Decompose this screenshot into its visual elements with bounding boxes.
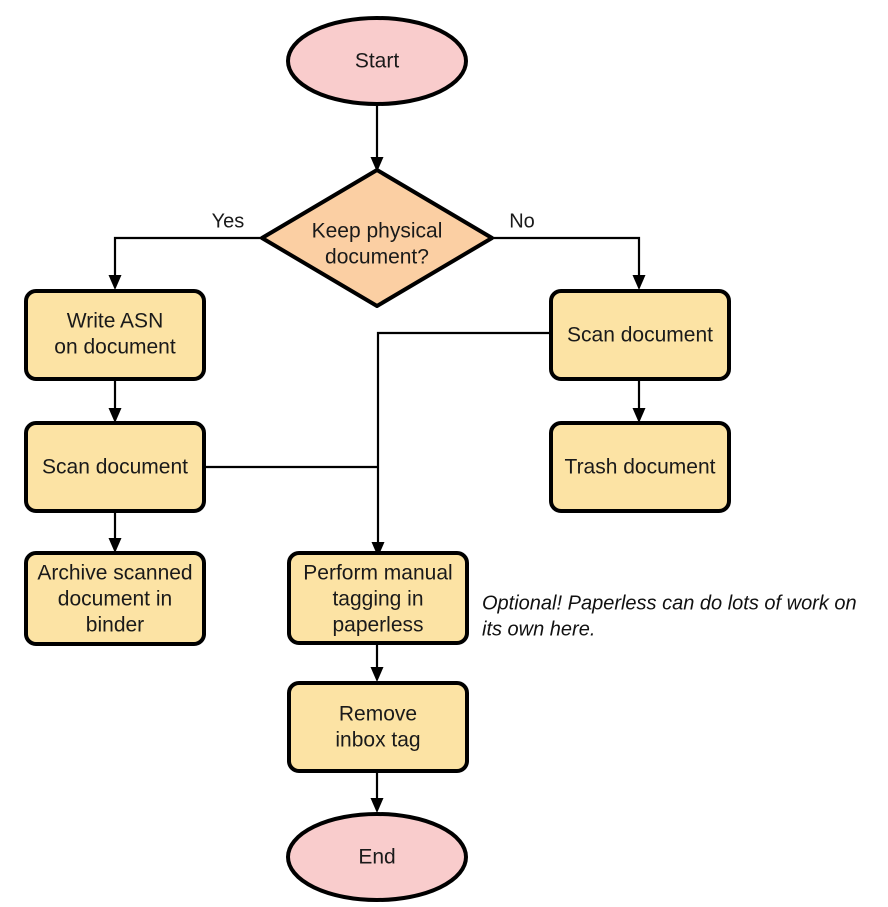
scan-document-right-label: Scan document: [567, 324, 713, 347]
node-scan-document-right[interactable]: Scan document: [549, 289, 731, 381]
edge-decision-to-write-asn: [108, 236, 262, 290]
node-scan-document-left[interactable]: Scan document: [24, 421, 206, 513]
trash-document-label: Trash document: [565, 456, 716, 479]
remove-inbox-tag-box[interactable]: [287, 681, 469, 773]
edge-label-no: No: [509, 210, 535, 232]
arrowhead-icon: [371, 542, 385, 557]
archive-label-line2: document in: [58, 588, 172, 611]
tagging-label-line3: paperless: [332, 614, 423, 637]
arrowhead-icon: [108, 275, 122, 290]
remove-inbox-label-line1: Remove: [339, 703, 417, 726]
write-asn-label-line2: on document: [54, 336, 176, 359]
edge-write-asn-to-scan-left: [108, 379, 122, 423]
decision-diamond[interactable]: [260, 168, 494, 308]
tagging-box[interactable]: [287, 551, 469, 645]
arrowhead-icon: [632, 275, 646, 290]
start-ellipse[interactable]: [286, 16, 468, 106]
node-archive-scanned-document[interactable]: Archive scanned document in binder: [24, 551, 206, 646]
edge-scan-right-to-tagging: [371, 331, 551, 557]
remove-inbox-label-line2: inbox tag: [335, 729, 420, 752]
scan-document-right-box[interactable]: [549, 289, 731, 381]
note-optional-paperless: Optional! Paperless can do lots of work …: [482, 592, 857, 640]
edge-line: [113, 236, 262, 281]
archive-box[interactable]: [24, 551, 206, 646]
arrowhead-icon: [370, 667, 384, 682]
scan-document-left-label: Scan document: [42, 456, 188, 479]
start-label: Start: [355, 50, 400, 73]
scan-document-left-box[interactable]: [24, 421, 206, 513]
end-ellipse[interactable]: [286, 812, 468, 902]
note-line2: its own here.: [482, 618, 595, 640]
decision-label-line1: Keep physical: [312, 220, 443, 243]
arrowhead-icon: [632, 408, 646, 423]
edge-remove-inbox-to-end: [370, 771, 384, 813]
note-line1: Optional! Paperless can do lots of work …: [482, 592, 857, 614]
edge-tagging-to-remove-inbox: [370, 643, 384, 682]
edge-decision-to-scan-right: [492, 236, 646, 290]
arrowhead-icon: [108, 408, 122, 423]
node-start[interactable]: Start: [286, 16, 468, 106]
node-trash-document[interactable]: Trash document: [549, 421, 731, 513]
node-perform-manual-tagging[interactable]: Perform manual tagging in paperless: [287, 551, 469, 645]
archive-label-line1: Archive scanned: [37, 562, 192, 585]
edge-scan-left-to-archive: [108, 511, 122, 553]
tagging-label-line1: Perform manual: [303, 562, 452, 585]
write-asn-label-line1: Write ASN: [67, 310, 163, 333]
arrowhead-icon: [108, 538, 122, 553]
node-decision-keep-physical-document[interactable]: Keep physical document?: [260, 168, 494, 308]
node-write-asn-on-document[interactable]: Write ASN on document: [24, 289, 206, 381]
decision-label-line2: document?: [325, 246, 429, 269]
tagging-label-line2: tagging in: [332, 588, 423, 611]
edge-scan-right-to-trash: [632, 379, 646, 423]
edge-line: [492, 236, 641, 281]
write-asn-box[interactable]: [24, 289, 206, 381]
end-label: End: [358, 846, 395, 869]
trash-document-box[interactable]: [549, 421, 731, 513]
archive-label-line3: binder: [86, 614, 144, 637]
node-end[interactable]: End: [286, 812, 468, 902]
edge-start-to-decision: [370, 104, 384, 172]
edge-label-yes: Yes: [212, 210, 245, 232]
edge-line: [376, 331, 551, 548]
node-remove-inbox-tag[interactable]: Remove inbox tag: [287, 681, 469, 773]
arrowhead-icon: [370, 157, 384, 172]
arrowhead-icon: [370, 798, 384, 813]
